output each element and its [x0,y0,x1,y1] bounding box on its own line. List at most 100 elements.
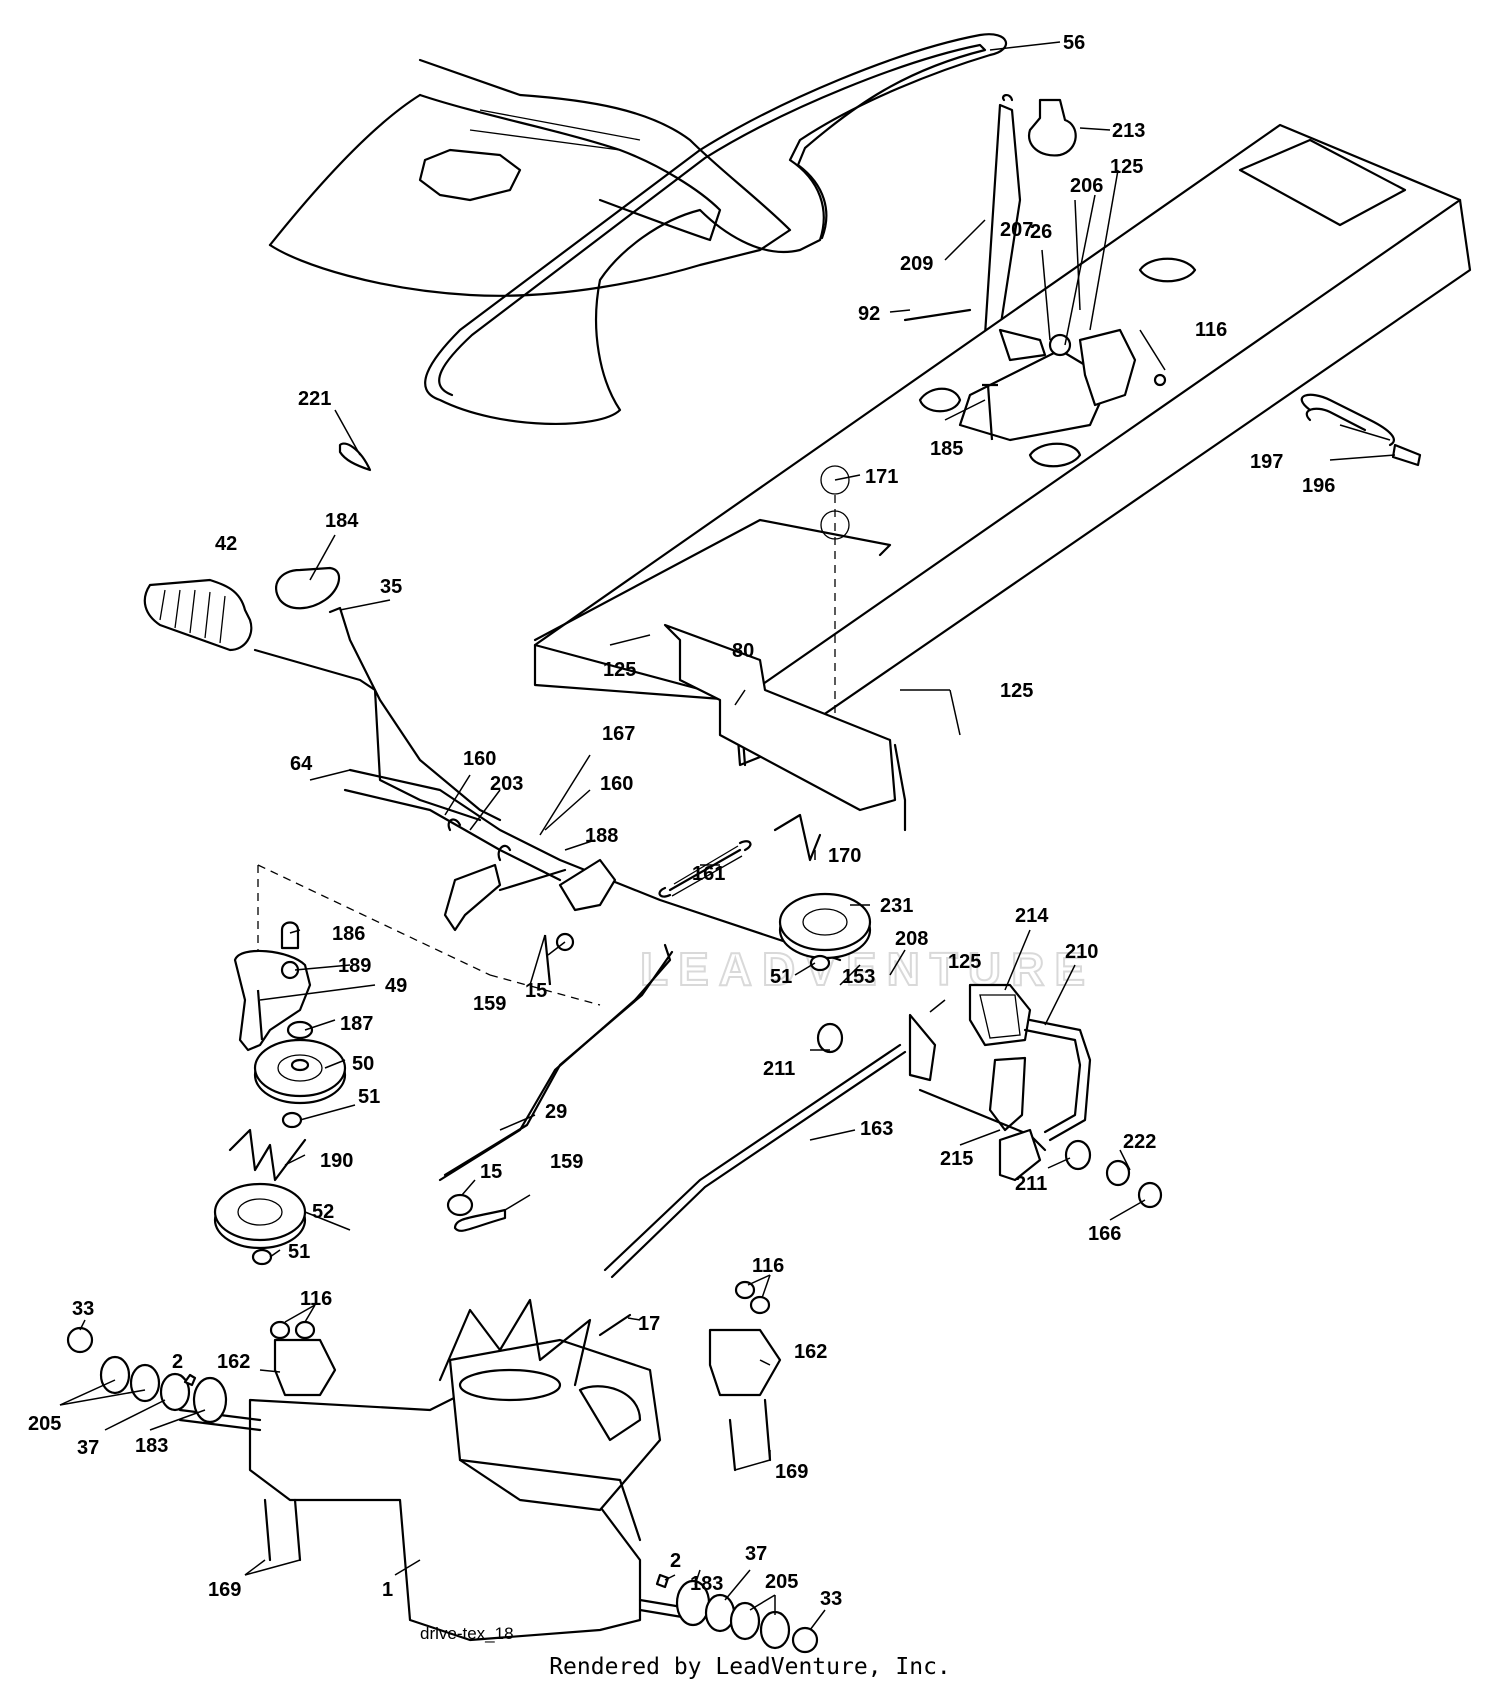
callout-label: 162 [217,1351,250,1373]
callout-label: 211 [763,1058,795,1080]
callout-label: 1 [382,1579,393,1601]
leader-lines [59,41,1396,1631]
callout-label: 125 [1110,156,1143,178]
callout-label: 15 [525,980,547,1002]
idler-springs [228,813,822,1182]
pulleys [213,892,872,1266]
callout-label: 15 [480,1161,502,1183]
left-axle-washers [66,1326,228,1424]
callout-label: 215 [940,1148,973,1170]
callout-label: 160 [463,748,496,770]
callout-label: 187 [340,1013,373,1035]
callout-label: 52 [312,1201,334,1223]
washers-pins [446,1193,507,1232]
brake-linkage [443,818,617,986]
callout-label: 80 [732,640,754,662]
callout-label: 50 [352,1053,374,1075]
control-rods [438,943,907,1279]
callout-label: 205 [28,1413,61,1435]
callout-label: 2 [172,1351,183,1373]
callout-labels: 56 213 125 206 207 26 209 92 116 185 221… [28,32,1335,1610]
callout-label: 209 [900,253,933,275]
callout-label: 116 [1195,319,1227,341]
small-spring [598,1313,632,1337]
main-frame [533,123,1472,832]
hand-grip [143,566,341,652]
callout-label: 207 [1000,219,1033,241]
callout-label: 159 [550,1151,583,1173]
callout-label: 222 [1123,1131,1156,1153]
callout-label: 206 [1070,175,1103,197]
callout-label: 33 [72,1298,94,1320]
body-shroud [268,58,792,297]
right-axle-washers [655,1573,819,1654]
callout-label: 183 [135,1435,168,1457]
callout-label: 49 [385,975,407,997]
axle-brackets [269,1280,782,1397]
callout-label: 2 [670,1550,681,1572]
callout-label: 26 [1030,221,1052,243]
right-washers [816,1022,1163,1209]
callout-label: 169 [208,1579,241,1601]
callout-label: 166 [1088,1223,1121,1245]
callout-label: 163 [860,1118,893,1140]
callout-label: 188 [585,825,618,847]
callout-label: 186 [332,923,365,945]
callout-label: 51 [770,966,792,988]
callout-label: 196 [1302,475,1335,497]
lever-mount [903,308,1167,441]
callout-label: 205 [765,1571,798,1593]
callout-label: 35 [380,576,402,598]
callout-label: 183 [690,1573,723,1595]
callout-label: 159 [473,993,506,1015]
callout-label: 56 [1063,32,1085,54]
drive-belt [424,33,1008,426]
callout-label: 37 [77,1437,99,1459]
callout-label: 42 [215,533,237,555]
callout-label: 231 [880,895,913,917]
idler-bracket [233,864,601,1052]
callout-label: 92 [858,303,880,325]
callout-label: 37 [745,1543,767,1565]
callout-label: 17 [638,1313,660,1335]
render-credit: Rendered by LeadVenture, Inc. [549,1654,951,1680]
callout-label: 51 [358,1086,380,1108]
callout-label: 161 [692,863,725,885]
callout-label: 167 [602,723,635,745]
callout-label: 170 [828,845,861,867]
callout-label: 189 [338,955,371,977]
callout-label: 171 [865,466,898,488]
transaxle [178,1298,702,1642]
shift-rods [253,606,842,962]
return-rod [1300,393,1422,467]
callout-label: 51 [288,1241,310,1263]
callout-label: 153 [842,966,875,988]
callout-label: 208 [895,928,928,950]
callout-label: 213 [1112,120,1145,142]
callout-label: 214 [1015,905,1049,927]
callout-label: 125 [948,951,981,973]
mount-bolts [263,1398,772,1562]
callout-label: 125 [603,659,636,681]
callout-label: 197 [1250,451,1283,473]
diagram-id-label: drive-tex_18 [420,1624,514,1643]
callout-label: 203 [490,773,523,795]
callout-label: 116 [752,1255,784,1277]
callout-label: 160 [600,773,633,795]
callout-label: 210 [1065,941,1098,963]
callout-label: 184 [325,510,359,532]
callout-label: 29 [545,1101,567,1123]
callout-label: 33 [820,1588,842,1610]
callout-label: 125 [1000,680,1033,702]
hair-clip [338,442,372,472]
callout-label: 162 [794,1341,827,1363]
callout-label: 64 [290,753,313,775]
callout-label: 190 [320,1150,353,1172]
pedals [908,983,1092,1182]
callout-label: 116 [300,1288,332,1310]
lift-lever [983,94,1077,337]
callout-label: 185 [930,438,963,460]
callout-label: 211 [1015,1173,1047,1195]
callout-label: 221 [298,388,331,410]
